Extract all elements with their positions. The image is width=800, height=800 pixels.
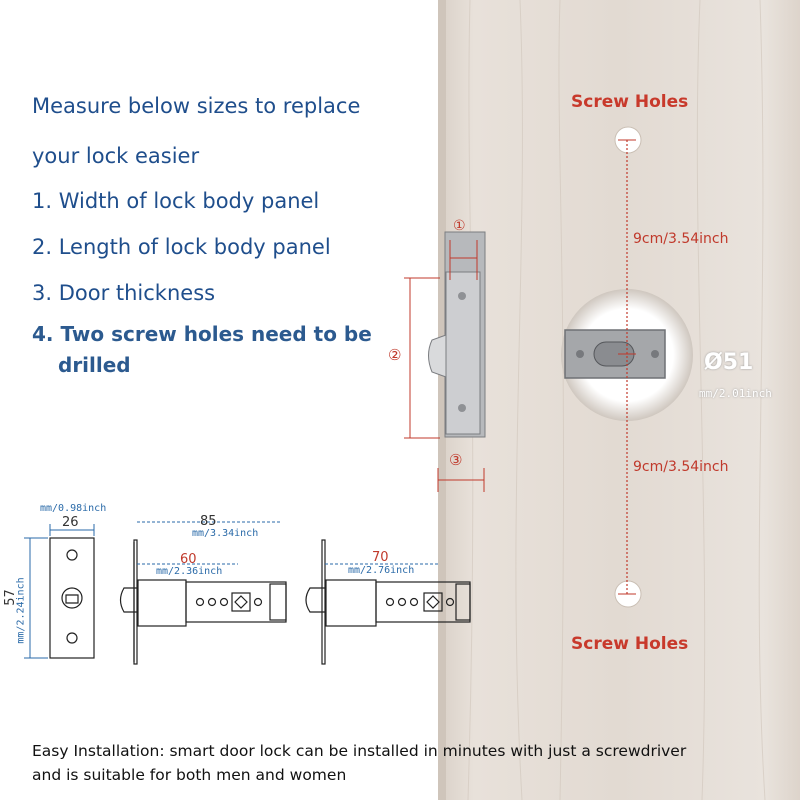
intro-item-4: 4. Two screw holes need to be (32, 322, 372, 346)
latch-short-unit: mm/2.36inch (156, 566, 223, 577)
faceplate-screw-2 (458, 404, 466, 412)
plate-width: 26 (62, 515, 79, 530)
dim-plate (24, 524, 95, 659)
distance-top-label: 9cm/3.54inch (633, 231, 729, 247)
door-edge (438, 0, 446, 800)
footer-line-1: Easy Installation: smart door lock can b… (32, 742, 687, 760)
callout-2: ② (388, 346, 402, 364)
latch-short: 60 (180, 552, 197, 567)
distance-bottom-label: 9cm/3.54inch (633, 459, 729, 475)
intro-item-4-cont: drilled (58, 353, 131, 377)
latch-door-screw-1 (576, 350, 584, 358)
latch-long: 70 (372, 550, 389, 565)
intro-item-3: 3. Door thickness (32, 281, 216, 305)
intro-line-1: Measure below sizes to replace (32, 94, 361, 118)
hole-diameter-unit: mm/2.01inch (699, 387, 772, 400)
plate-height-unit: mm/2.24inch (15, 577, 27, 644)
faceplate-screw-1 (458, 292, 466, 300)
footer-line-2: and is suitable for both men and women (32, 766, 347, 784)
latch-long-unit: mm/2.76inch (348, 565, 415, 576)
callout-3: ③ (449, 451, 463, 469)
callout-lines (404, 240, 485, 492)
drawing-faceplate (49, 537, 95, 659)
drawing-latch-1 (119, 539, 287, 665)
intro-line-2: your lock easier (32, 144, 200, 168)
screw-holes-top-label: Screw Holes (571, 92, 689, 112)
drawing-latch-2 (305, 539, 471, 665)
intro-item-2: 2. Length of lock body panel (32, 235, 331, 259)
plate-width-unit: mm/0.98inch (40, 503, 107, 514)
latch-bolt (428, 334, 447, 378)
callout-1: ① (453, 218, 466, 234)
hole-diameter-label: Ø51 (704, 350, 754, 375)
latch-total-unit: mm/3.34inch (192, 528, 259, 539)
intro-item-1: 1. Width of lock body panel (32, 189, 320, 213)
latch-total: 85 (200, 514, 217, 529)
latch-door-screw-2 (651, 350, 659, 358)
screw-holes-bottom-label: Screw Holes (571, 634, 689, 654)
dim-latch-1 (137, 521, 280, 565)
